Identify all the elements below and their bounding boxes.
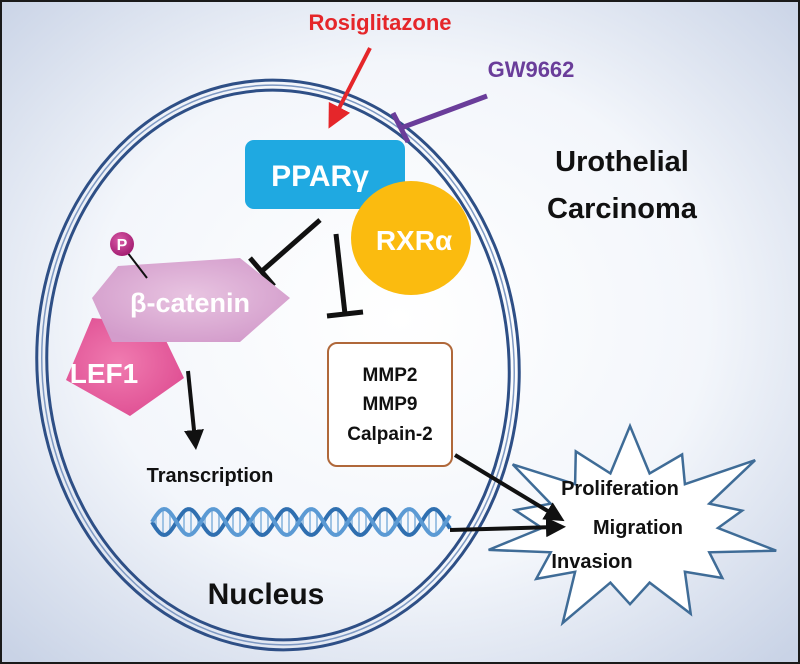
lef1-label: LEF1 xyxy=(70,358,138,389)
dna-helix xyxy=(150,506,452,538)
cell-type-line1: Urothelial xyxy=(555,146,689,178)
phospho-label: P xyxy=(117,237,128,254)
beta-catenin-label: β-catenin xyxy=(130,288,250,318)
ppar-gamma-label: PPARγ xyxy=(271,160,369,193)
gw9662-inhibitor-line xyxy=(390,93,488,144)
cell-type-line2: Carcinoma xyxy=(547,193,698,225)
gw9662-label: GW9662 xyxy=(488,57,575,82)
inhibition-to-targets xyxy=(326,233,364,319)
rosiglitazone-label: Rosiglitazone xyxy=(308,10,451,35)
arrow-dna-to-outcomes xyxy=(449,517,566,538)
outcome-invasion: Invasion xyxy=(551,551,632,573)
rosiglitazone-arrow xyxy=(328,47,372,129)
transcription-label: Transcription xyxy=(147,465,274,487)
outcome-starburst xyxy=(488,422,777,627)
target-gene-mmp9: MMP9 xyxy=(363,394,418,415)
arrow-targets-to-outcomes xyxy=(453,453,565,522)
outcome-proliferation: Proliferation xyxy=(561,478,679,500)
beta-catenin-hexagon xyxy=(92,258,290,342)
target-gene-mmp2: MMP2 xyxy=(363,365,418,386)
inhibition-to-catenin xyxy=(248,218,322,288)
arrow-to-transcription xyxy=(184,370,204,450)
phospho-circle xyxy=(110,232,134,256)
rxr-alpha-label: RXRα xyxy=(376,225,452,256)
lef1-pentagon xyxy=(66,318,184,416)
nucleus-label: Nucleus xyxy=(208,578,325,611)
rxr-alpha-ellipse xyxy=(351,181,471,295)
target-genes-box xyxy=(327,342,453,467)
target-gene-calpain2: Calpain-2 xyxy=(347,424,433,445)
dna-strand xyxy=(150,506,452,538)
outcome-migration: Migration xyxy=(593,517,683,539)
ppar-gamma-box xyxy=(245,140,405,209)
nucleus-membrane xyxy=(35,78,521,652)
